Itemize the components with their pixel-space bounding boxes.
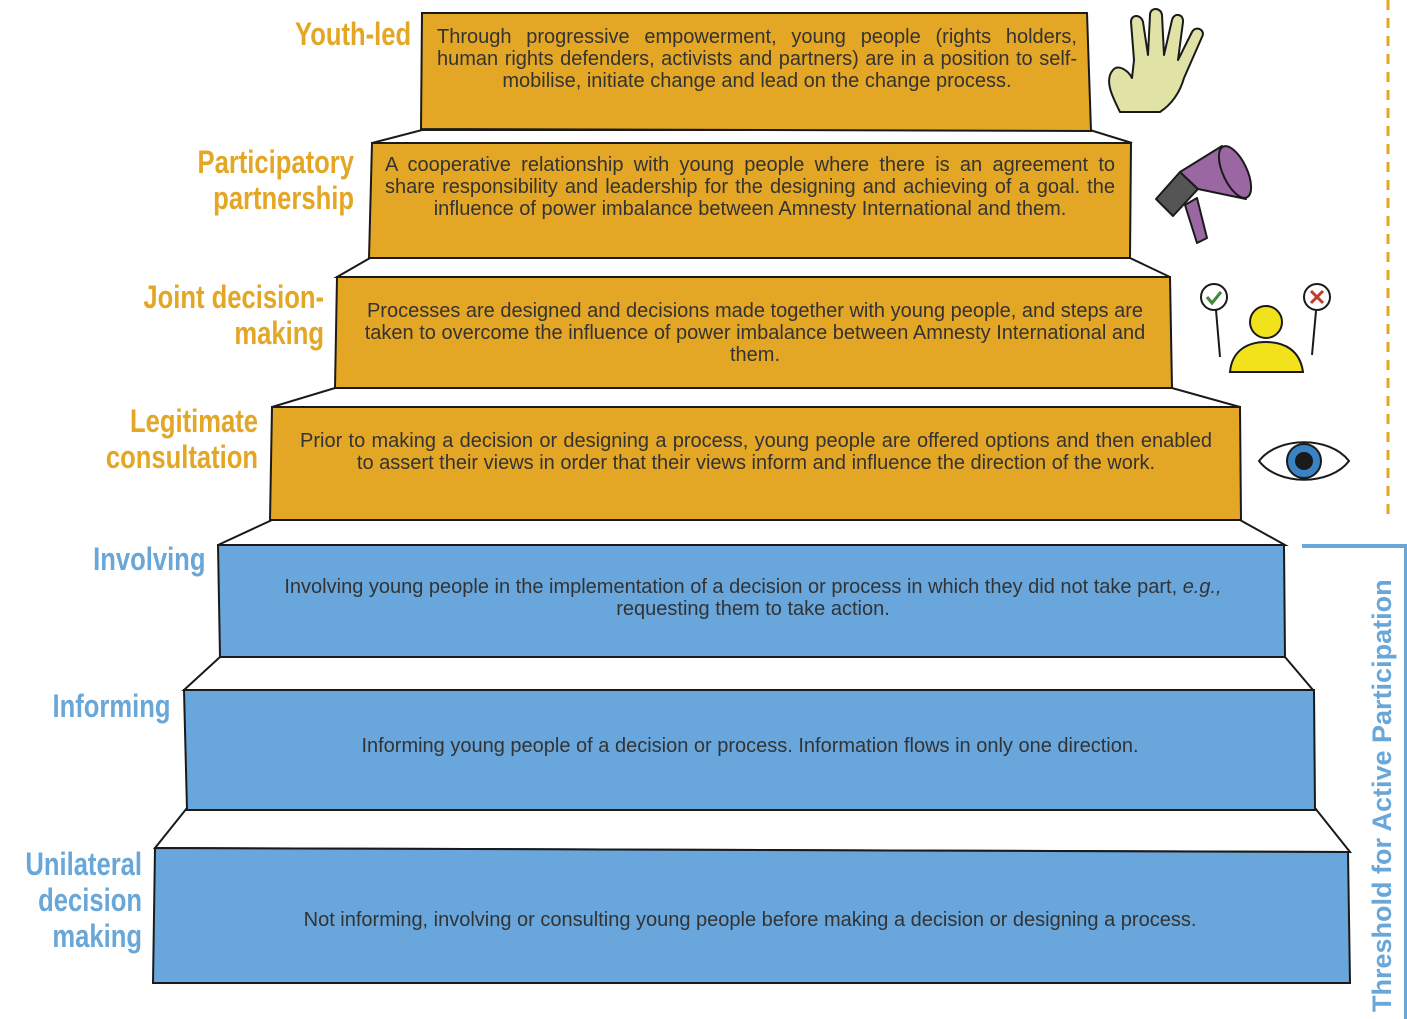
level-label-legitimate-consultation: Legitimate consultation bbox=[105, 403, 258, 475]
step-description-youth-led: Through progressive empowerment, young p… bbox=[437, 26, 1077, 92]
step-description-joint-decision-making: Processes are designed and decisions mad… bbox=[364, 300, 1146, 366]
eye-icon bbox=[1257, 441, 1351, 481]
step-tread bbox=[271, 387, 1241, 408]
check-icon bbox=[1200, 283, 1228, 311]
person-voting-icon bbox=[1200, 283, 1331, 373]
level-label-participatory-partnership: Participatory partnership bbox=[197, 144, 355, 216]
step-tread bbox=[181, 656, 1316, 691]
megaphone-icon bbox=[1155, 145, 1253, 244]
step-tread bbox=[217, 519, 1289, 546]
level-label-informing: Informing bbox=[52, 688, 171, 724]
level-label-involving: Involving bbox=[92, 541, 205, 577]
step-involving bbox=[216, 544, 1287, 658]
step-youth-led bbox=[419, 12, 1093, 133]
level-label-youth-led: Youth-led bbox=[294, 16, 411, 52]
raised-hand-icon bbox=[1108, 8, 1204, 113]
threshold-label: Threshold for Active Participation bbox=[1367, 579, 1397, 1012]
step-description-informing: Informing young people of a decision or … bbox=[361, 735, 1139, 757]
threshold-bracket bbox=[1302, 544, 1407, 1019]
desc-text: Involving young people in the implementa… bbox=[284, 576, 1183, 598]
step-unilateral bbox=[151, 846, 1352, 984]
level-label-unilateral-decision-making: Unilateral decision making bbox=[25, 846, 142, 954]
step-tread bbox=[333, 257, 1171, 278]
step-participatory-partnership bbox=[367, 142, 1133, 259]
step-description-legitimate-consultation: Prior to making a decision or designing … bbox=[300, 430, 1212, 474]
step-legitimate-consultation bbox=[268, 406, 1243, 521]
desc-example-abbrev: e.g., bbox=[1182, 576, 1222, 598]
step-tread bbox=[371, 129, 1133, 144]
step-description-participatory-partnership: A cooperative relationship with young pe… bbox=[385, 154, 1115, 220]
desc-text: requesting them to take action. bbox=[616, 598, 890, 620]
level-label-joint-decision-making: Joint decision-making bbox=[143, 279, 324, 351]
step-informing bbox=[182, 689, 1317, 811]
step-description-involving: Involving young people in the implementa… bbox=[235, 576, 1271, 620]
step-tread bbox=[152, 807, 1353, 854]
step-joint-decision-making bbox=[333, 276, 1174, 389]
step-description-unilateral: Not informing, involving or consulting y… bbox=[303, 909, 1197, 931]
